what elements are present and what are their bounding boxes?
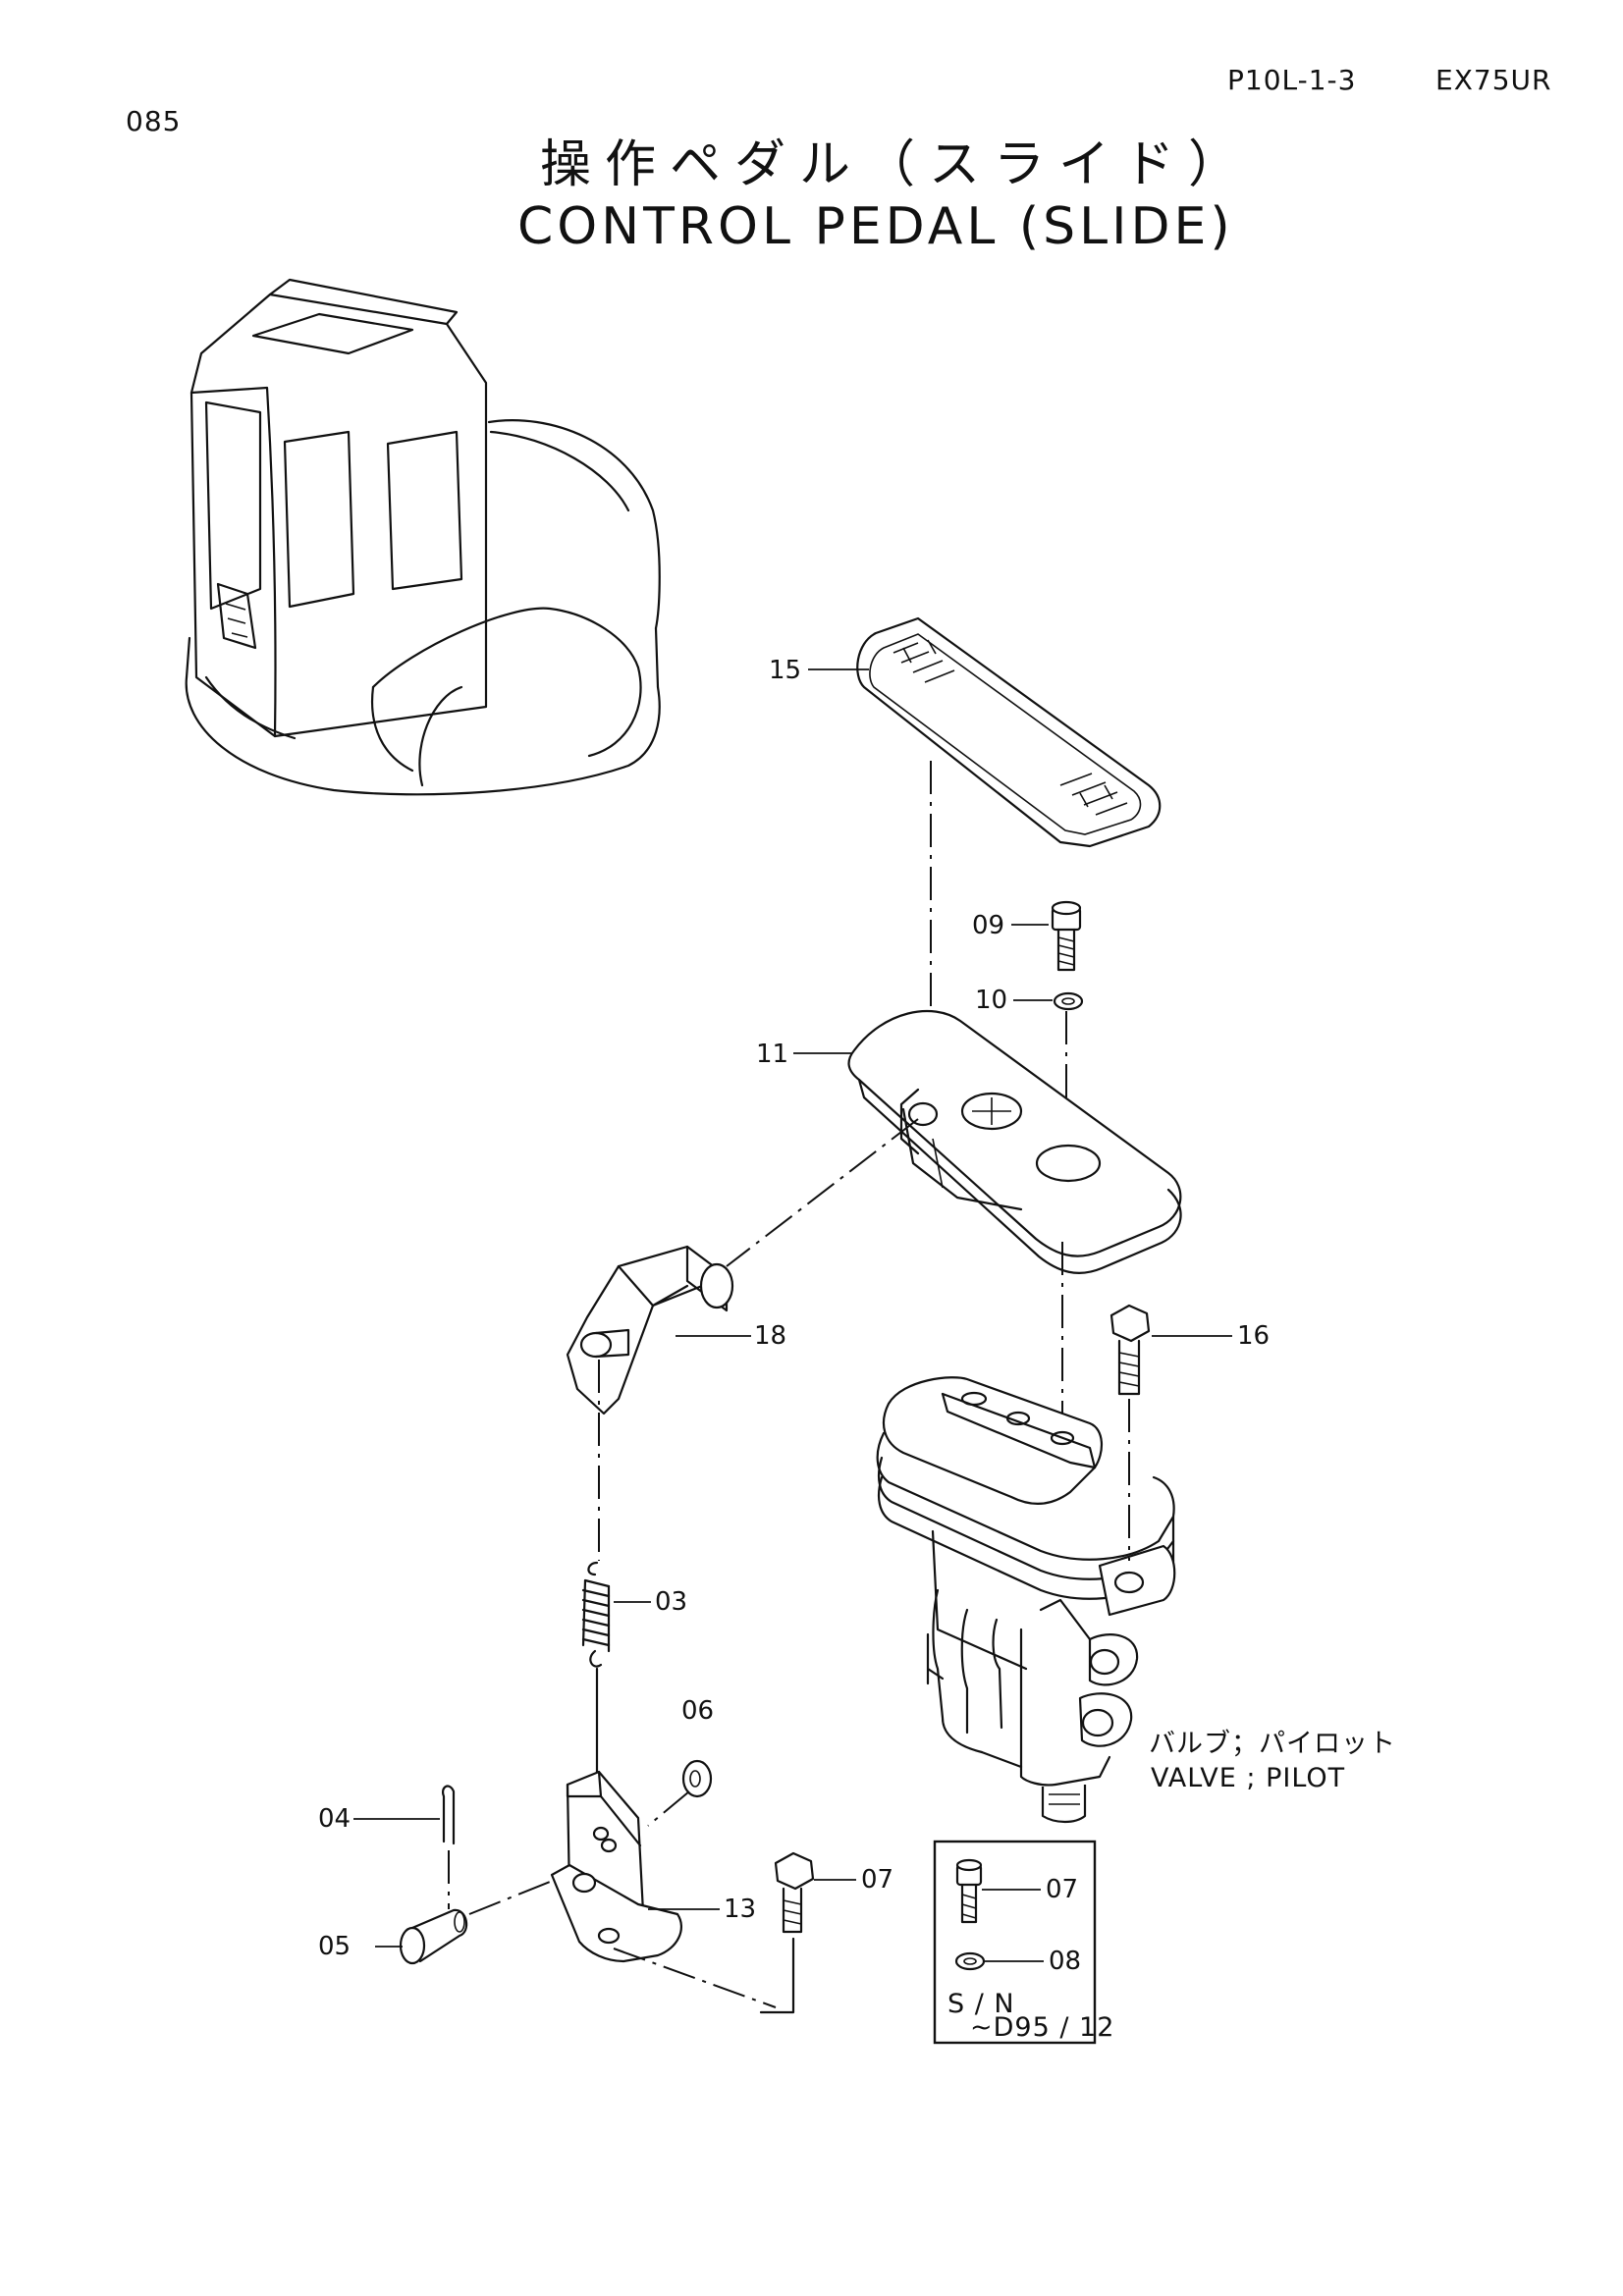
rubber-pad [856, 616, 1162, 848]
part-code: P10L-1-3 [1227, 64, 1357, 96]
bracket-18 [566, 1245, 734, 1415]
bolt-09 [1051, 900, 1082, 972]
washer-10 [1053, 991, 1084, 1011]
spring-03 [581, 1561, 611, 1668]
callout-13: 13 [724, 1895, 757, 1924]
bolt-16 [1109, 1304, 1151, 1396]
valve-label-english: VALVE ; PILOT [1151, 1763, 1346, 1793]
callout-15: 15 [769, 656, 802, 685]
pilot-valve [876, 1376, 1176, 1824]
callout-09: 09 [972, 911, 1005, 940]
callout-16: 16 [1237, 1321, 1271, 1351]
pedal-11 [847, 1009, 1182, 1274]
callout-18: 18 [754, 1321, 787, 1351]
callout-11: 11 [756, 1040, 789, 1069]
callout-07: 07 [861, 1865, 894, 1895]
callout-03: 03 [655, 1587, 688, 1617]
callout-box-07: 07 [1046, 1875, 1079, 1904]
title-japanese: 操作ペダル（スライド） [540, 135, 1254, 194]
cotter-pin-04 [442, 1785, 456, 1845]
callout-06: 06 [681, 1696, 715, 1726]
page-number: 085 [126, 105, 182, 137]
excavator-overview [185, 278, 661, 796]
callout-box-08: 08 [1049, 1947, 1082, 1976]
serial-number-label: S / N [947, 1989, 1015, 2019]
serial-number-range: ~D95 / 12 [970, 2012, 1115, 2043]
serial-number-box [933, 1840, 1097, 2045]
socket-bolt-07 [955, 1858, 983, 1924]
bolt-07 [774, 1851, 815, 1934]
callout-10: 10 [975, 986, 1008, 1015]
bracket-13 [550, 1770, 683, 1963]
pin-05 [399, 1908, 468, 1965]
callout-05: 05 [318, 1932, 352, 1961]
valve-label-japanese: バルブ；パイロット [1149, 1729, 1396, 1759]
washer-08 [954, 1951, 986, 1971]
model-name: EX75UR [1435, 64, 1552, 96]
washer-06 [681, 1759, 713, 1798]
callout-04: 04 [318, 1804, 352, 1834]
title-english: CONTROL PEDAL (SLIDE) [517, 197, 1234, 256]
